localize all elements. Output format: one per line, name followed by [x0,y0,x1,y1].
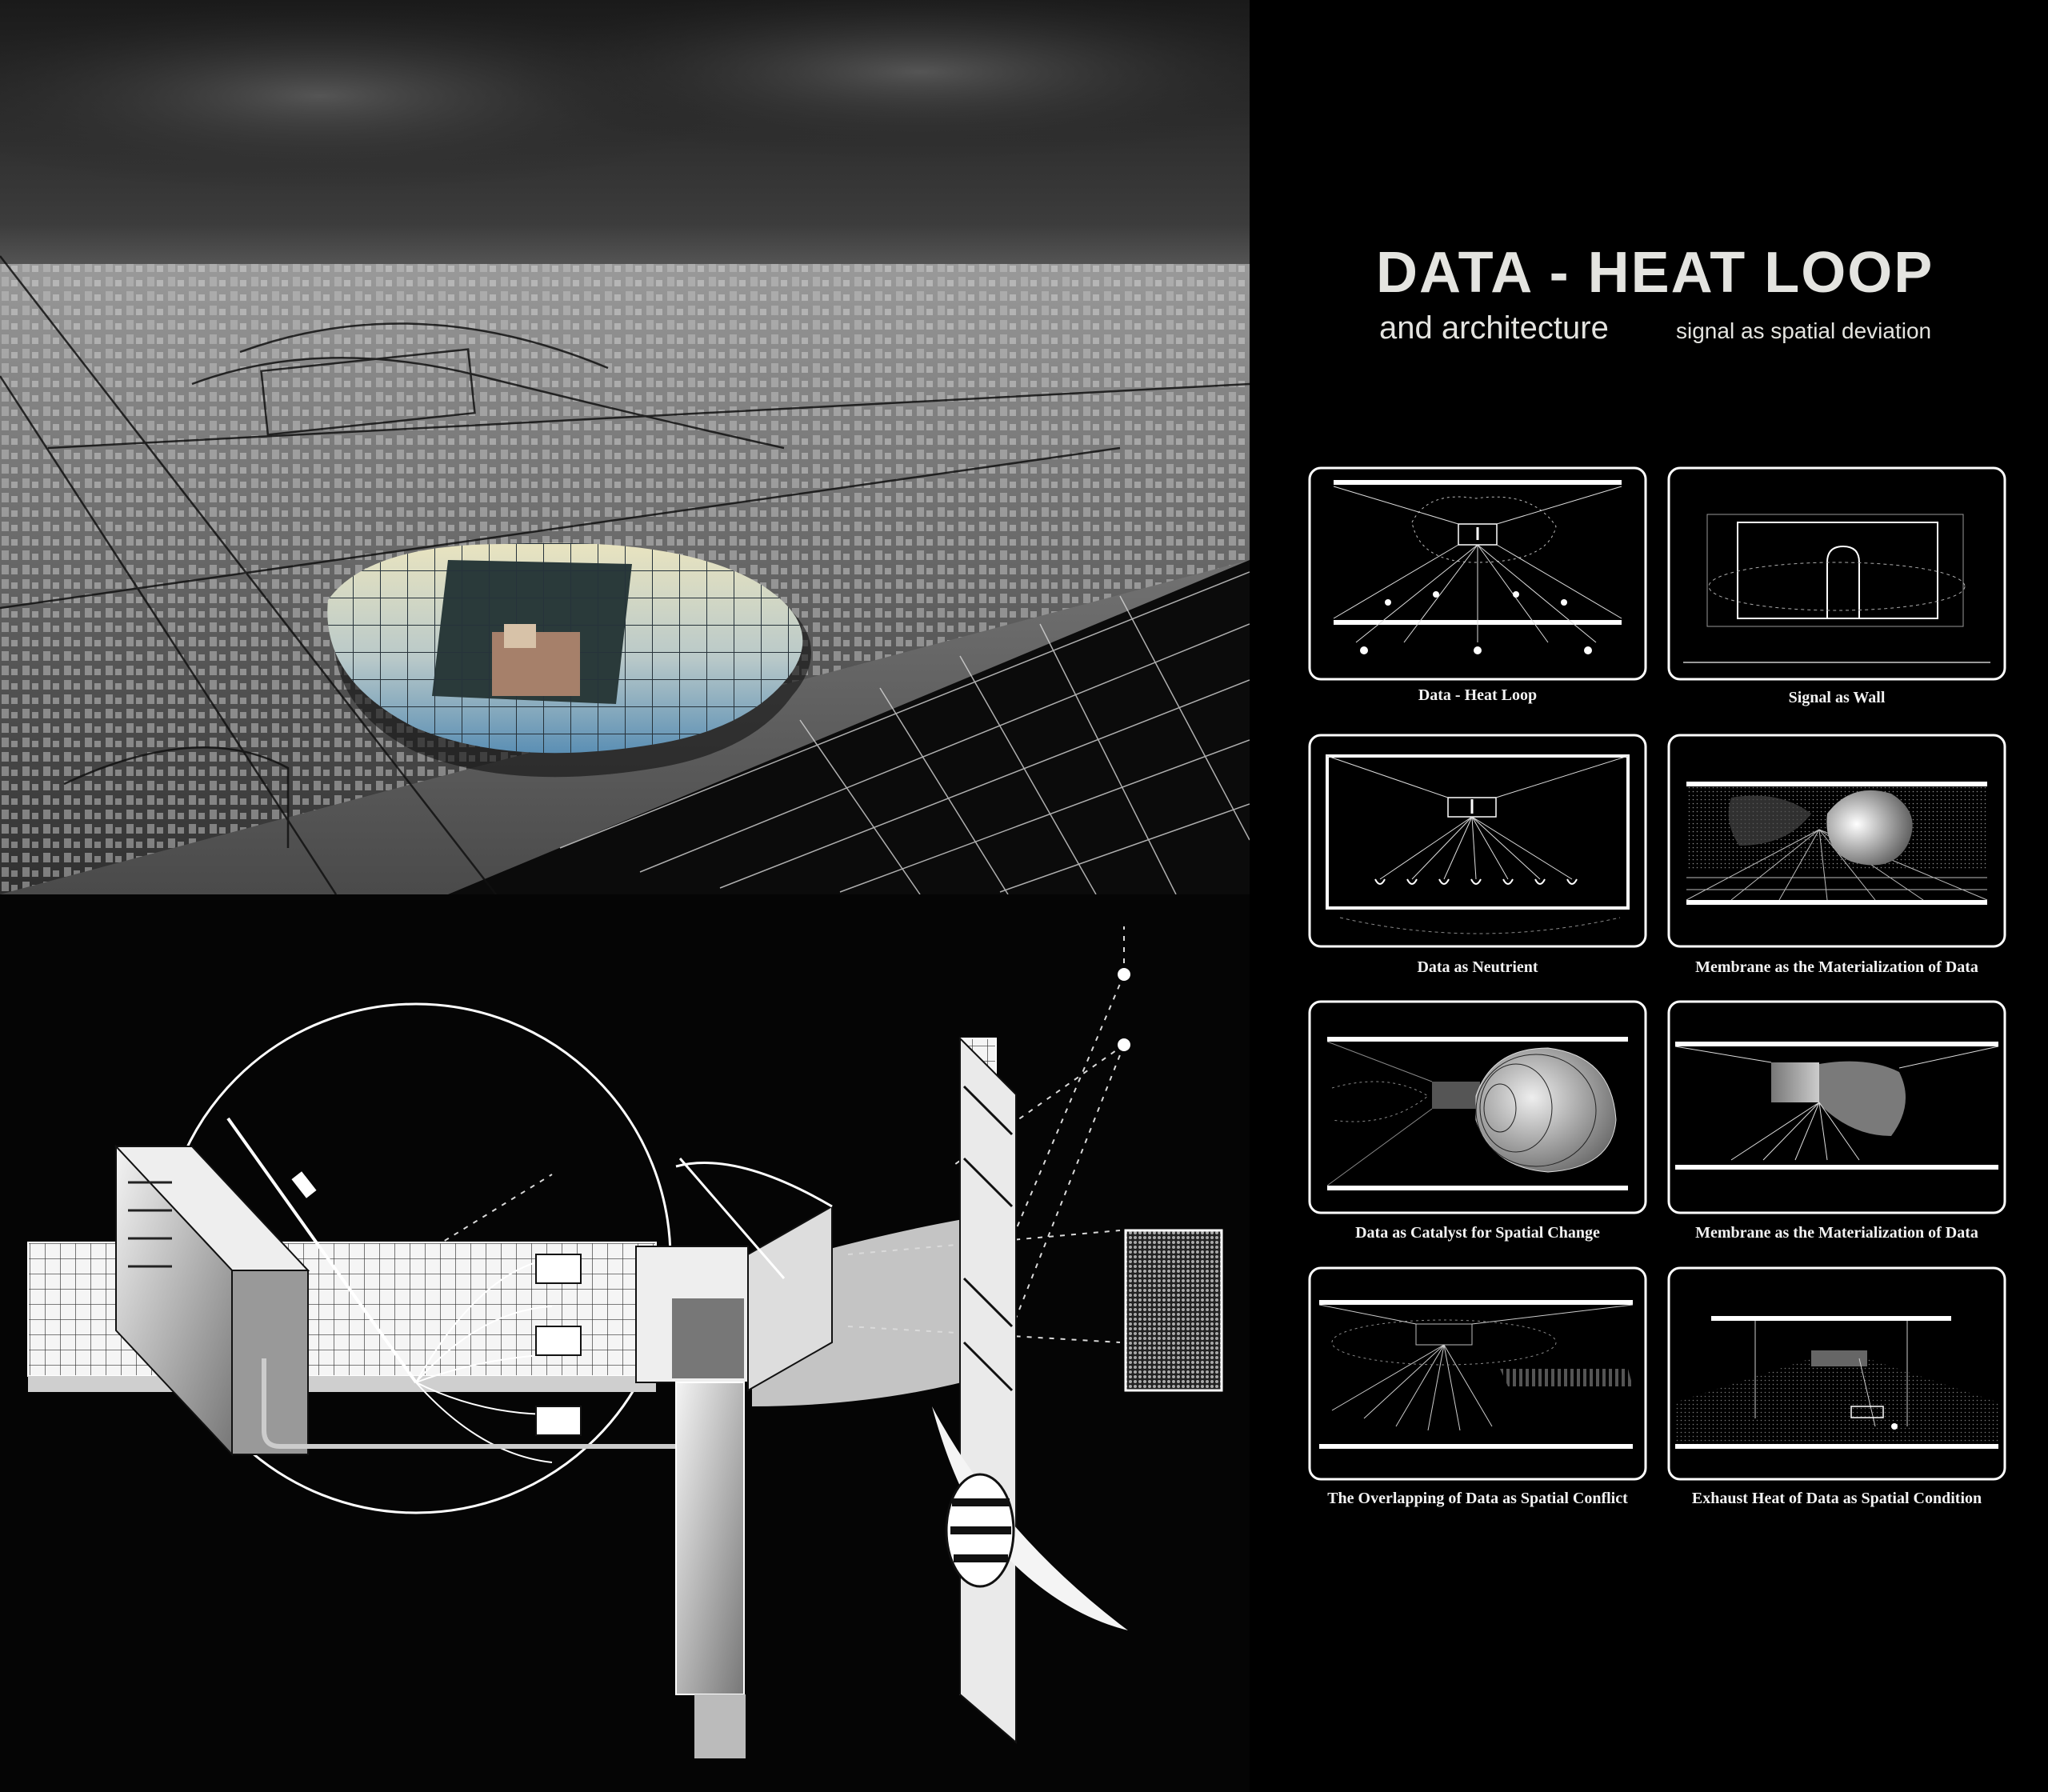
diagram-data-as-catalyst-drawing [1308,1000,1647,1214]
axonometric-section-drawing [0,894,1250,1792]
diagram-card-data-as-neutrient [1308,734,1647,948]
diagram-caption: Data as Neutrient [1417,958,1538,976]
diagram-caption: Data - Heat Loop [1418,686,1538,704]
diagram-caption: The Overlapping of Data as Spatial Confl… [1327,1490,1628,1507]
diagram-panel: DATA - HEAT LOOP and architecture signal… [1250,0,2048,1792]
diagram-card-exhaust-heat [1667,1266,2006,1481]
diagram-card-membrane-materialization-1 [1667,734,2006,948]
diagram-card-data-as-catalyst [1308,1000,1647,1214]
diagram-caption: Exhaust Heat of Data as Spatial Conditio… [1691,1490,1982,1507]
diagram-caption: Signal as Wall [1788,689,1886,706]
poster-title: DATA - HEAT LOOP [1376,241,1934,305]
diagram-data-as-neutrient-drawing [1308,734,1647,948]
poster-subtitle-left: and architecture [1379,310,1609,346]
poster-subtitle-right: signal as spatial deviation [1676,318,1932,343]
diagram-card-membrane-materialization-2 [1667,1000,2006,1214]
aerial-city-rendering [0,0,1250,894]
diagram-caption: Membrane as the Materialization of Data [1695,958,1978,976]
diagram-exhaust-heat-drawing [1667,1266,2006,1481]
diagram-membrane-materialization-2-drawing [1667,1000,2006,1214]
diagram-card-signal-as-wall [1667,466,2006,681]
diagram-card-data-heat-loop [1308,466,1647,681]
diagram-data-heat-loop-drawing [1308,466,1647,681]
diagram-caption: Membrane as the Materialization of Data [1695,1224,1978,1242]
diagram-card-overlapping-data [1308,1266,1647,1481]
diagram-membrane-materialization-1-drawing [1667,734,2006,948]
diagram-overlapping-data-drawing [1308,1266,1647,1481]
diagram-caption: Data as Catalyst for Spatial Change [1355,1224,1600,1242]
diagram-signal-as-wall-drawing [1667,466,2006,681]
